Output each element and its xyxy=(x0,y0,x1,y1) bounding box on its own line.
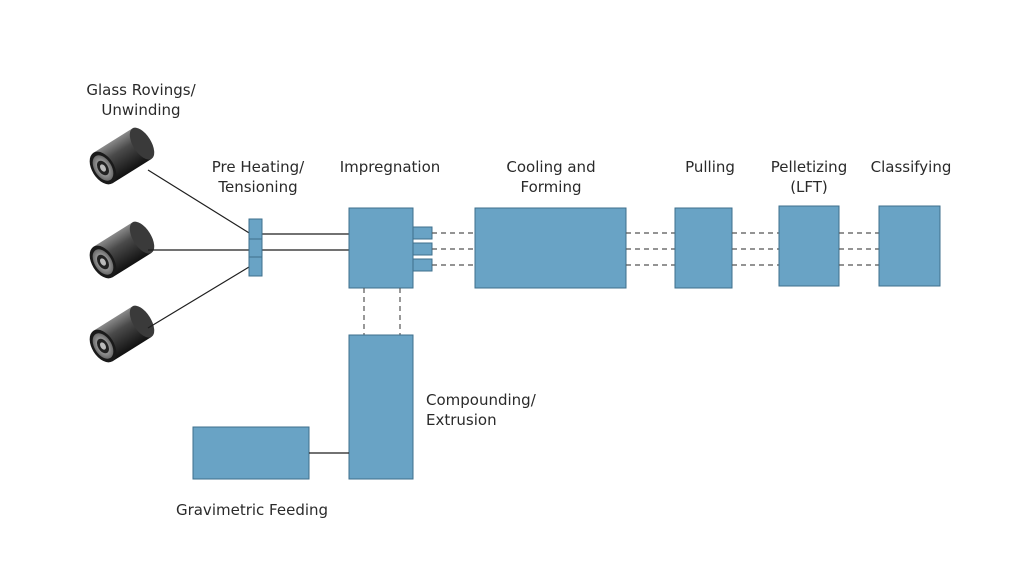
label-gravimetric: Gravimetric Feeding xyxy=(176,500,328,520)
label-line: (LFT) xyxy=(790,178,828,196)
label-glass-rovings: Glass Rovings/ Unwinding xyxy=(86,80,195,120)
compounding-extrusion-box xyxy=(348,334,414,480)
pre-heating-tensioning-unit xyxy=(248,218,263,277)
impregnation-box xyxy=(348,207,414,289)
label-line: Tensioning xyxy=(218,178,298,196)
die-outlet xyxy=(412,242,433,256)
label-pre-heating: Pre Heating/ Tensioning xyxy=(212,157,304,197)
label-line: Impregnation xyxy=(339,158,441,176)
label-line: Pelletizing xyxy=(770,158,848,176)
fiber-line xyxy=(147,263,255,329)
label-line: Compounding/ xyxy=(426,391,536,409)
label-line: Pulling xyxy=(685,158,735,176)
pelletizing-box xyxy=(778,205,840,287)
label-line: Classifying xyxy=(870,158,952,176)
label-line: Unwinding xyxy=(101,101,181,119)
label-impregnation: Impregnation xyxy=(340,157,441,177)
label-cooling-forming: Cooling and Forming xyxy=(506,157,595,197)
gravimetric-feeding-box xyxy=(192,426,310,480)
die-outlet xyxy=(412,258,433,272)
label-line: Glass Rovings/ xyxy=(86,81,196,99)
label-compounding: Compounding/ Extrusion xyxy=(426,390,536,430)
label-classifying: Classifying xyxy=(871,157,952,177)
roving-spool-icon xyxy=(89,221,155,279)
pulling-box xyxy=(674,207,733,289)
label-line: Gravimetric Feeding xyxy=(175,501,329,519)
label-pelletizing: Pelletizing (LFT) xyxy=(771,157,847,197)
label-line: Pre Heating/ xyxy=(211,158,305,176)
roving-spool-icon xyxy=(89,127,155,185)
label-line: Extrusion xyxy=(426,411,497,429)
roving-spool-icon xyxy=(89,305,155,363)
die-outlet xyxy=(412,226,433,240)
label-line: Cooling and xyxy=(506,158,596,176)
label-pulling: Pulling xyxy=(685,157,735,177)
label-line: Forming xyxy=(520,178,582,196)
fiber-line xyxy=(147,169,255,237)
classifying-box xyxy=(878,205,941,287)
cooling-forming-box xyxy=(474,207,627,289)
